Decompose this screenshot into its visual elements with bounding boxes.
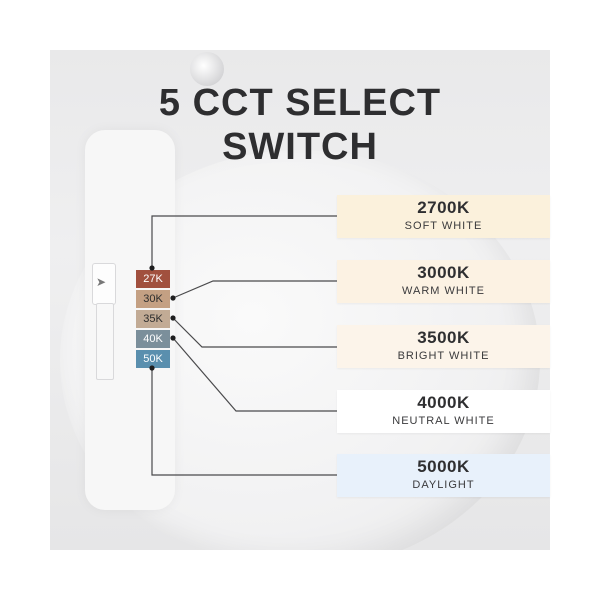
option-kelvin: 3500K bbox=[417, 328, 470, 347]
connector-dot-5000k bbox=[149, 365, 155, 371]
page-title: 5 CCT SELECT SWITCH bbox=[0, 82, 600, 168]
connector-line-3500k bbox=[172, 317, 337, 348]
title-line-1: 5 CCT SELECT bbox=[158, 82, 442, 124]
switch-position-40k[interactable]: 40K bbox=[136, 330, 170, 348]
option-5000k: 5000K DAYLIGHT bbox=[337, 454, 550, 497]
option-3000k: 3000K WARM WHITE bbox=[337, 260, 550, 303]
option-2700k: 2700K SOFT WHITE bbox=[337, 195, 550, 238]
title-line-2: SWITCH bbox=[222, 126, 378, 168]
connector-dot-3500k bbox=[170, 315, 176, 321]
option-name: NEUTRAL WHITE bbox=[392, 415, 495, 427]
option-4000k: 4000K NEUTRAL WHITE bbox=[337, 390, 550, 433]
option-name: BRIGHT WHITE bbox=[397, 350, 490, 362]
option-name: SOFT WHITE bbox=[404, 220, 483, 232]
option-3500k: 3500K BRIGHT WHITE bbox=[337, 325, 550, 368]
switch-position-50k[interactable]: 50K bbox=[136, 350, 170, 368]
option-name: DAYLIGHT bbox=[412, 479, 475, 491]
connector-dot-3000k bbox=[170, 295, 176, 301]
connector-dot-4000k bbox=[170, 335, 176, 341]
switch-housing bbox=[92, 263, 116, 305]
connector-line-3000k bbox=[172, 280, 337, 299]
option-name: WARM WHITE bbox=[402, 285, 485, 297]
connector-line-5000k bbox=[151, 368, 337, 476]
arrow-icon: ➤ bbox=[96, 275, 107, 289]
connector-dot-2700k bbox=[149, 265, 155, 271]
connector-line-4000k bbox=[172, 337, 337, 412]
option-kelvin: 3000K bbox=[417, 263, 470, 282]
switch-position-35k[interactable]: 35K bbox=[136, 310, 170, 328]
connector-line-2700k bbox=[151, 215, 337, 268]
option-kelvin: 5000K bbox=[417, 457, 470, 476]
switch-position-30k[interactable]: 30K bbox=[136, 290, 170, 308]
switch-position-27k[interactable]: 27K bbox=[136, 270, 170, 288]
switch-slider bbox=[96, 303, 114, 380]
screw-icon bbox=[190, 52, 224, 86]
option-kelvin: 2700K bbox=[417, 198, 470, 217]
option-kelvin: 4000K bbox=[417, 393, 470, 412]
